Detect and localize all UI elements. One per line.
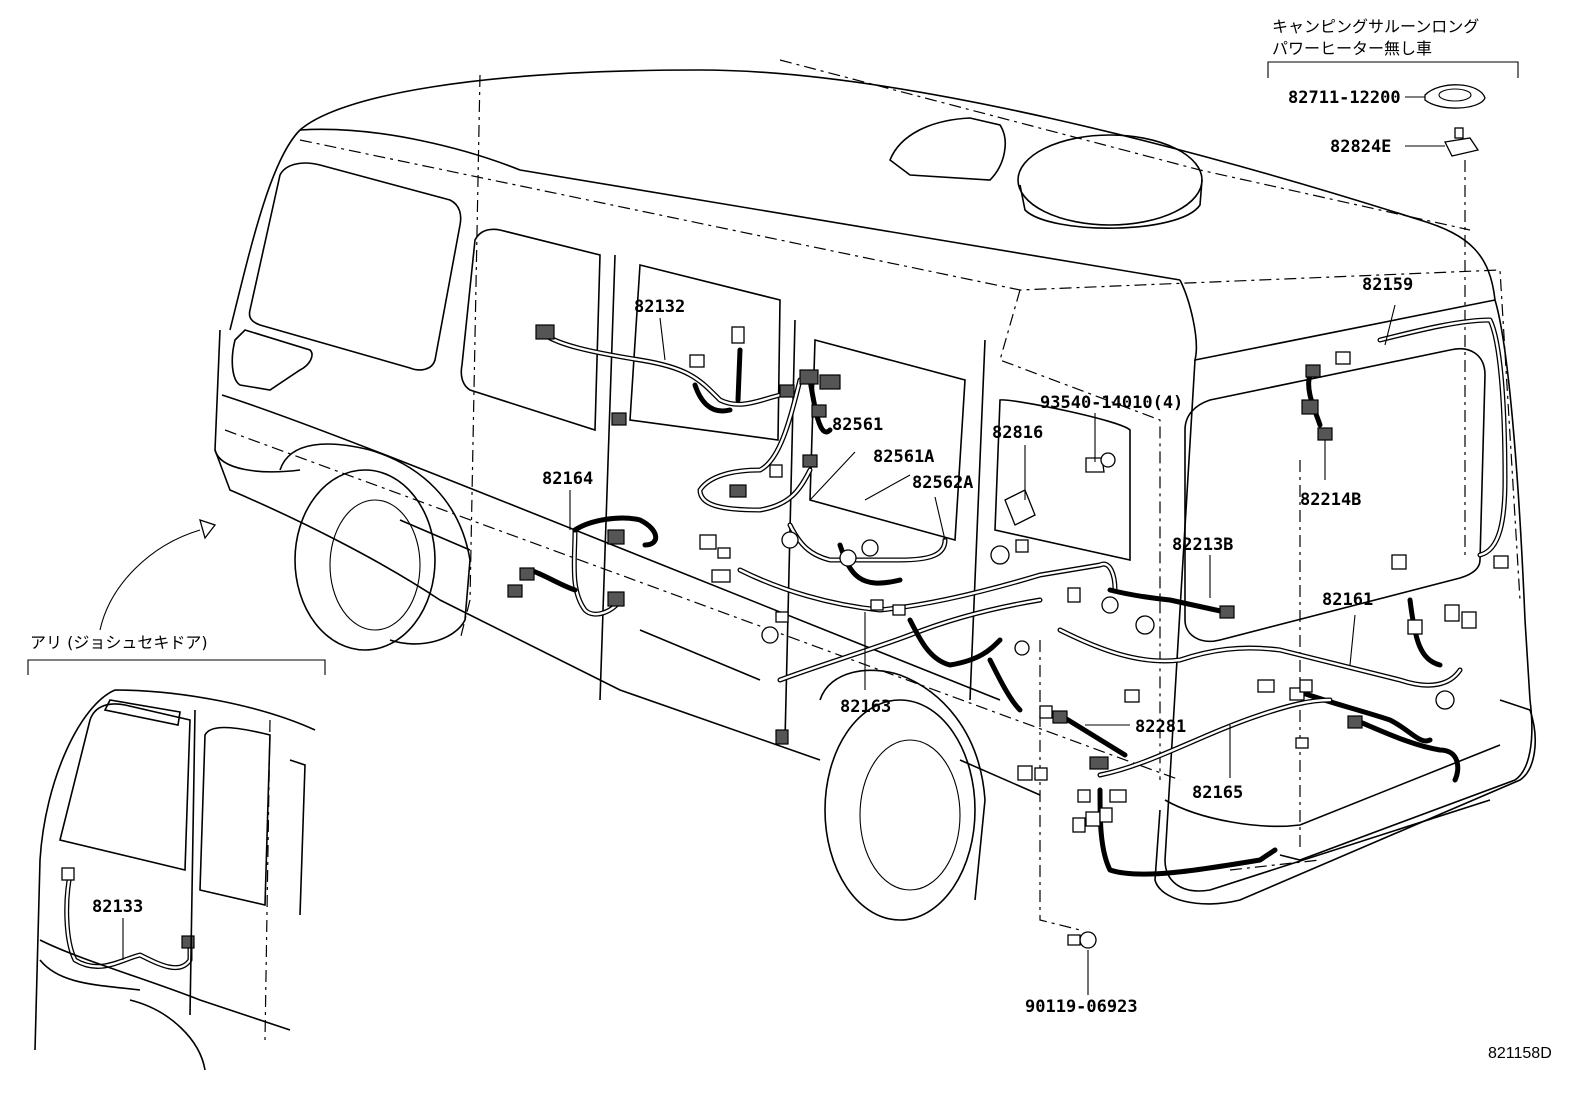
drawing-id: 821158D [1488, 1045, 1552, 1062]
part-82161: 82161 [1322, 590, 1373, 610]
part-82165: 82165 [1192, 783, 1243, 803]
part-82562A: 82562A [912, 473, 973, 493]
part-90119-06923: 90119-06923 [1025, 997, 1138, 1017]
part-labels: 82711-12200 82824E 82159 82214B 93540-14… [92, 88, 1413, 1017]
variant-note-line2: パワーヒーター無し車 [1272, 39, 1432, 58]
brackets [27, 61, 1519, 675]
part-82561: 82561 [832, 415, 883, 435]
part-82281: 82281 [1135, 717, 1186, 737]
notes: キャンピングサルーンロング パワーヒーター無し車 アリ (ジョシュセキドア) 8… [30, 17, 1552, 1062]
part-82213B: 82213B [1172, 535, 1233, 555]
part-82214B: 82214B [1300, 490, 1361, 510]
variant-note-line1: キャンピングサルーンロング [1272, 17, 1479, 36]
inset-rear-door [34, 689, 316, 1071]
part-82824E: 82824E [1330, 137, 1391, 157]
part-82561A: 82561A [873, 447, 934, 467]
part-82163: 82163 [840, 697, 891, 717]
part-82164: 82164 [542, 469, 593, 489]
van-body [214, 69, 1536, 921]
connectors [61, 84, 1509, 949]
leader-lines [99, 96, 1445, 995]
part-82132: 82132 [634, 297, 685, 317]
part-93540-14010: 93540-14010(4) [1040, 393, 1183, 413]
part-82133: 82133 [92, 897, 143, 917]
inset-note: アリ (ジョシュセキドア) [30, 633, 208, 652]
wire-harnesses [64, 317, 1508, 971]
part-82816: 82816 [992, 423, 1043, 443]
part-82159: 82159 [1362, 275, 1413, 295]
part-82711-12200: 82711-12200 [1288, 88, 1401, 108]
